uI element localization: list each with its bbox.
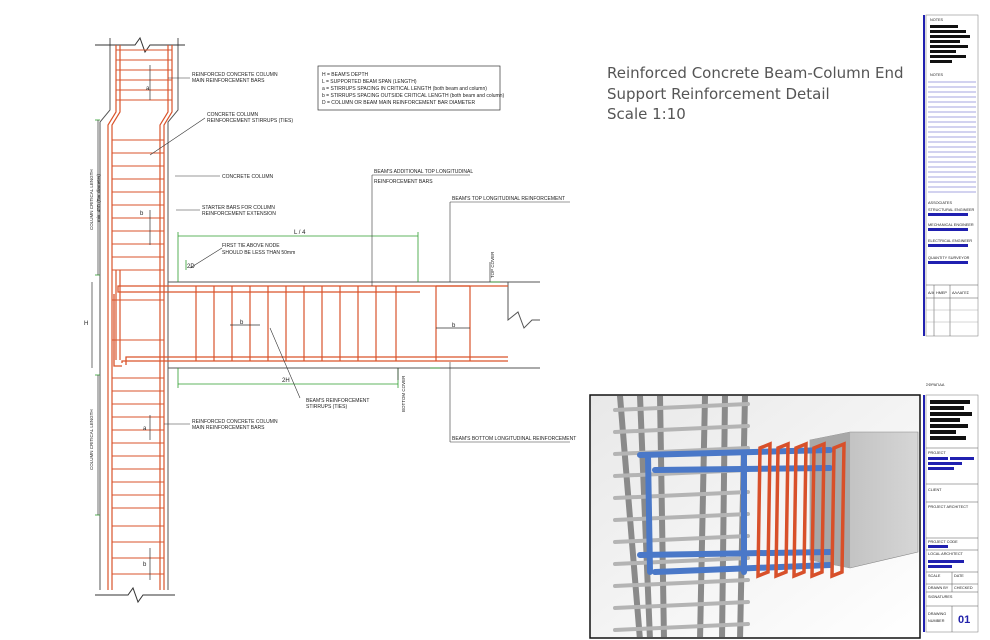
label-starter-bars: STARTER BARS FOR COLUMN xyxy=(202,205,275,211)
dim-b-col-top: b xyxy=(140,211,144,217)
label-column-main-bars-low: REINFORCED CONCRETE COLUMN xyxy=(192,419,278,425)
dim-b-beam-left: b xyxy=(240,320,244,326)
render-stirrup xyxy=(756,441,772,579)
beam-stirrups-render xyxy=(756,441,846,579)
column-stirrups xyxy=(112,49,172,575)
label-column-main-bars-low-2: MAIN REINFORCEMENT BARS xyxy=(192,425,265,431)
title-line-3: Scale 1:10 xyxy=(607,105,686,123)
legend-item: a = STIRRUPS SPACING IN CRITICAL LENGTH … xyxy=(322,86,487,92)
svg-text:STRUCTURAL ENGINEER: STRUCTURAL ENGINEER xyxy=(928,208,975,212)
label-beam-stirrups: BEAM'S REINFORCEMENT xyxy=(306,398,369,404)
dim-a-top: a xyxy=(146,86,150,92)
concrete-beam-outline xyxy=(168,281,540,369)
svg-text:ΑΛΛΑΓΕΣ: ΑΛΛΑΓΕΣ xyxy=(952,291,970,295)
title-line-2: Support Reinforcement Detail xyxy=(607,85,830,103)
svg-text:MECHANICAL ENGINEER: MECHANICAL ENGINEER xyxy=(928,223,974,227)
3d-render-inset xyxy=(589,394,921,639)
svg-text:ELECTRICAL ENGINEER: ELECTRICAL ENGINEER xyxy=(928,239,972,243)
beam-longitudinal-bars xyxy=(113,285,508,367)
svg-text:CLIENT: CLIENT xyxy=(928,488,942,492)
concrete-column-outline xyxy=(95,36,185,604)
label-first-tie-2: SHOULD BE LESS THAN 50mm xyxy=(222,250,295,256)
svg-text:ΗΜΕΡ: ΗΜΕΡ xyxy=(936,291,947,295)
render-stirrup xyxy=(830,441,846,579)
svg-text:NUMBER: NUMBER xyxy=(928,619,945,623)
svg-text:DRAWN BY: DRAWN BY xyxy=(928,586,949,590)
svg-text:SIGNATURES: SIGNATURES xyxy=(928,595,953,599)
render-tie xyxy=(613,402,750,412)
title-line-1: Reinforced Concrete Beam-Column End xyxy=(607,64,904,82)
render-stirrup xyxy=(792,441,808,579)
legend-item: L = SUPPORTED BEAM SPAN (LENGTH) xyxy=(322,79,417,85)
label-column-stirrups: CONCRETE COLUMN xyxy=(207,112,259,118)
render-tie xyxy=(613,578,750,588)
label-beam-add-top: BEAM'S ADDITIONAL TOP LONGITUDINAL xyxy=(374,169,473,175)
svg-text:DATE: DATE xyxy=(954,574,964,578)
dim-l4: L / 4 xyxy=(294,230,306,236)
label-beam-add-top-2: REINFORCEMENT BARS xyxy=(374,179,433,185)
svg-text:NOTES: NOTES xyxy=(930,18,944,22)
label-col-critical-upper-2: min. 45D (Bar diameter) xyxy=(96,173,101,222)
label-first-tie: FIRST TIE ABOVE NODE xyxy=(222,243,280,249)
render-tie xyxy=(613,534,750,544)
render-tie xyxy=(613,424,750,434)
svg-text:ASSOCIATES: ASSOCIATES xyxy=(928,201,952,205)
beam-bars-render xyxy=(637,447,833,575)
dim-b-col-low: b xyxy=(143,562,147,568)
render-tie xyxy=(613,490,750,500)
leader-lines xyxy=(149,77,570,443)
render-tie xyxy=(613,512,750,522)
label-beam-top-long: BEAM'S TOP LONGITUDINAL REINFORCEMENT xyxy=(452,196,565,202)
dimension-lines xyxy=(95,119,500,516)
render-stirrup xyxy=(774,441,790,579)
svg-text:SCALE: SCALE xyxy=(928,574,941,578)
label-col-critical-lower: COLUMN CRITICAL LENGTH xyxy=(89,409,94,470)
annotation-labels: REINFORCED CONCRETE COLUMN MAIN REINFORC… xyxy=(84,72,576,568)
svg-text:ΣΦΡΑΓΙΔΑ: ΣΦΡΑΓΙΔΑ xyxy=(926,383,945,387)
svg-text:PROJECT: PROJECT xyxy=(928,451,946,455)
render-stirrup xyxy=(810,441,826,579)
drawing-number: 01 xyxy=(958,614,970,626)
label-beam-bottom-long: BEAM'S BOTTOM LONGITUDINAL REINFORCEMENT xyxy=(452,436,576,442)
legend-item: D = COLUMN OR BEAM MAIN REINFORCEMENT BA… xyxy=(322,100,476,106)
legend-item: H = BEAM'S DEPTH xyxy=(322,72,368,78)
svg-text:QUANTITY SURVEYOR: QUANTITY SURVEYOR xyxy=(928,256,970,260)
label-col-critical-upper: COLUMN CRITICAL LENGTH xyxy=(89,169,94,230)
label-bottom-cover: BOTTOM COVER xyxy=(401,375,406,412)
legend-item: b = STIRRUPS SPACING OUTSIDE CRITICAL LE… xyxy=(322,93,504,99)
svg-text:PROJECT CODE: PROJECT CODE xyxy=(928,540,958,544)
dim-a-low: a xyxy=(143,426,147,432)
dimension-lines-dark xyxy=(91,65,491,580)
label-beam-stirrups-2: STIRRUPS (TIES) xyxy=(306,404,347,410)
dim-b-beam-right: b xyxy=(452,323,456,329)
render-tie xyxy=(613,556,750,566)
svg-text:DRAWING: DRAWING xyxy=(928,612,946,616)
dim-2h: 2H xyxy=(282,378,290,384)
legend-box: H = BEAM'S DEPTH L = SUPPORTED BEAM SPAN… xyxy=(317,65,504,111)
svg-text:LOCAL ARCHITECT: LOCAL ARCHITECT xyxy=(928,552,964,556)
svg-text:A/A: A/A xyxy=(928,291,935,295)
title-block-lower: ΣΦΡΑΓΙΔΑ PROJECT CLIENT PROJECT ARCHITEC… xyxy=(923,383,979,633)
label-column-stirrups-2: REINFORCEMENT STIRRUPS (TIES) xyxy=(207,118,293,124)
dim-h: H xyxy=(84,321,88,327)
svg-text:PROJECT ARCHITECT: PROJECT ARCHITECT xyxy=(928,505,969,509)
svg-text:NOTES: NOTES xyxy=(930,73,944,77)
label-column-main-bars: REINFORCED CONCRETE COLUMN xyxy=(192,72,278,78)
title-block-upper: NOTES NOTES ASSOCIATES STRUCTURAL ENGINE… xyxy=(923,14,979,337)
drawing-title: Reinforced Concrete Beam-Column End Supp… xyxy=(607,64,904,123)
label-column-main-bars-2: MAIN REINFORCEMENT BARS xyxy=(192,78,265,84)
render-tie xyxy=(613,622,750,632)
dim-2d: 2D xyxy=(187,264,195,270)
render-tie xyxy=(613,600,750,610)
label-concrete-column: CONCRETE COLUMN xyxy=(222,174,274,180)
label-starter-bars-2: REINFORCEMENT EXTENSION xyxy=(202,211,276,217)
label-top-cover: TOP COVER xyxy=(490,251,495,278)
beam-stirrups xyxy=(195,285,471,361)
svg-text:CHECKED: CHECKED xyxy=(954,586,973,590)
